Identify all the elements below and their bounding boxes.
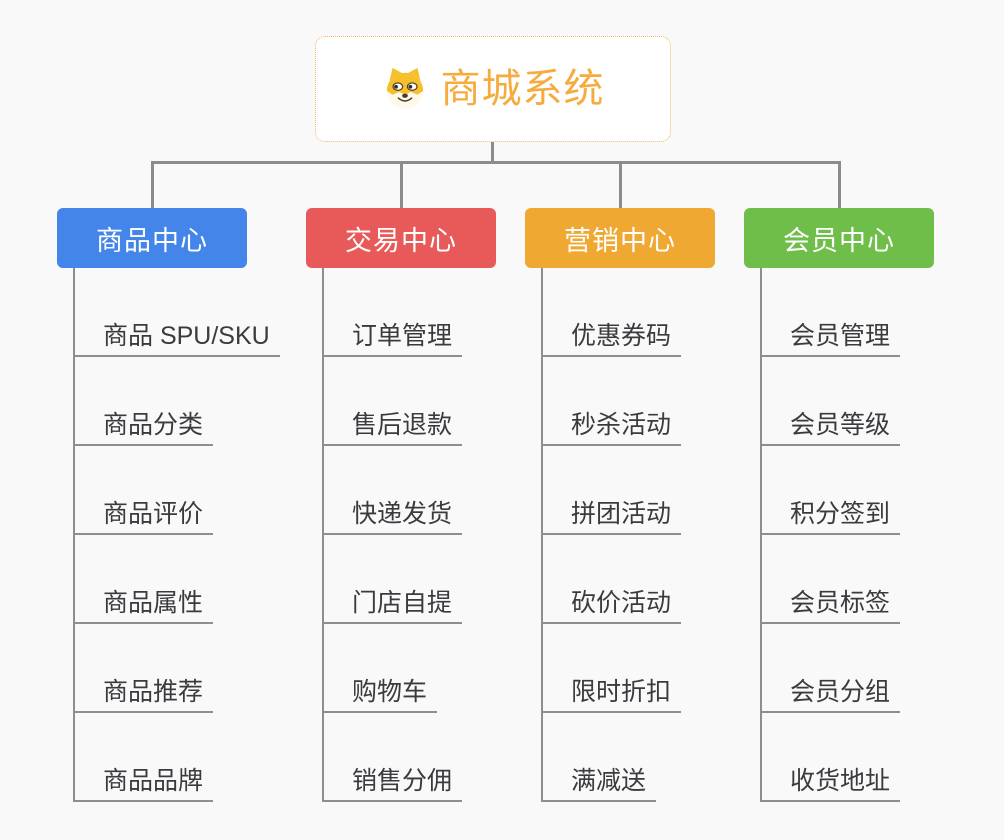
child-topic[interactable]: 购物车: [322, 675, 438, 713]
child-topic[interactable]: 秒杀活动: [541, 408, 682, 446]
child-topic[interactable]: 商品分类: [73, 408, 214, 446]
child-topic[interactable]: 会员分组: [760, 675, 901, 713]
child-topic[interactable]: 门店自提: [322, 586, 463, 624]
child-topic[interactable]: 砍价活动: [541, 586, 682, 624]
child-topic[interactable]: 快递发货: [322, 497, 463, 535]
connector-line: [760, 268, 762, 802]
branch-topic[interactable]: 营销中心: [525, 208, 715, 268]
child-topic[interactable]: 满减送: [541, 764, 657, 802]
branch-topic[interactable]: 商品中心: [57, 208, 247, 268]
connector-line: [837, 161, 841, 208]
child-topic[interactable]: 积分签到: [760, 497, 901, 535]
child-topic[interactable]: 销售分佣: [322, 764, 463, 802]
child-topic[interactable]: 售后退款: [322, 408, 463, 446]
dog-face-icon: [386, 67, 423, 110]
child-topic[interactable]: 会员标签: [760, 586, 901, 624]
branch-topic[interactable]: 会员中心: [744, 208, 934, 268]
root-topic-title: 商城系统: [440, 67, 605, 111]
root-topic[interactable]: 商城系统: [315, 36, 671, 142]
child-topic[interactable]: 收货地址: [760, 764, 901, 802]
child-topic[interactable]: 商品属性: [73, 586, 214, 624]
connector-line: [491, 142, 494, 164]
child-topic[interactable]: 会员管理: [760, 319, 901, 357]
child-topic[interactable]: 优惠券码: [541, 319, 682, 357]
connector-line: [150, 161, 154, 208]
connector-line: [618, 161, 622, 208]
connector-line: [150, 161, 841, 164]
child-topic[interactable]: 商品品牌: [73, 764, 214, 802]
child-topic[interactable]: 商品 SPU/SKU: [73, 319, 280, 357]
child-topic[interactable]: 订单管理: [322, 319, 463, 357]
child-topic[interactable]: 限时折扣: [541, 675, 682, 713]
connector-line: [399, 161, 403, 208]
child-topic[interactable]: 商品推荐: [73, 675, 214, 713]
connector-line: [73, 268, 75, 802]
branch-topic[interactable]: 交易中心: [306, 208, 496, 268]
connector-line: [541, 268, 543, 802]
child-topic[interactable]: 拼团活动: [541, 497, 682, 535]
connector-line: [322, 268, 324, 802]
child-topic[interactable]: 会员等级: [760, 408, 901, 446]
child-topic[interactable]: 商品评价: [73, 497, 214, 535]
